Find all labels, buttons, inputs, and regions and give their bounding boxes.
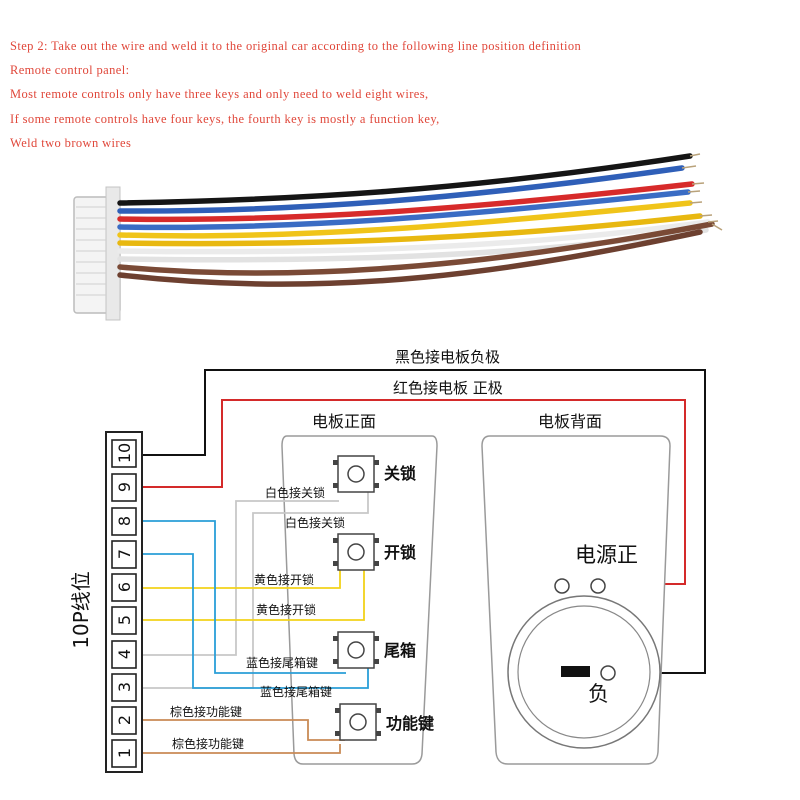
harness-wire-blue-1 <box>117 165 685 214</box>
pin-label-5: 5 <box>115 615 134 625</box>
button-lock <box>333 455 379 493</box>
yellow-wire-label-2: 黄色接开锁 <box>256 602 316 617</box>
power-positive-label: 电源正 <box>575 543 638 567</box>
pin-box-1 <box>111 739 137 768</box>
blue-wire-label-1: 蓝色接尾箱键 <box>246 655 318 670</box>
pin-box-10 <box>111 439 137 468</box>
white-wire-label-2: 白色接关锁 <box>285 515 345 530</box>
harness-wire-white-1 <box>117 219 711 255</box>
pin-label-3: 3 <box>115 682 134 692</box>
harness-wire-blue-2 <box>117 189 691 231</box>
blue-wire-1 <box>143 520 346 674</box>
negative-label: 负 <box>588 682 609 706</box>
pin-label-7: 7 <box>115 549 134 559</box>
negative-pad <box>600 665 616 681</box>
yellow-wire-1 <box>143 564 341 589</box>
yellow-wire-label-1: 黄色接开锁 <box>254 572 314 587</box>
harness-wire-yellow-2 <box>117 213 703 247</box>
board-front-outline <box>281 435 438 765</box>
pin-box-9 <box>111 473 137 502</box>
harness-wire-red <box>117 181 695 223</box>
pin-label-2: 2 <box>115 715 134 725</box>
positive-pad <box>554 578 570 594</box>
battery-holder-outer <box>507 595 661 749</box>
pin-label-9: 9 <box>115 482 134 492</box>
pin-label-1: 1 <box>115 748 134 758</box>
connector-label: 10P线位 <box>69 571 93 649</box>
button-trunk <box>333 631 379 669</box>
button-function <box>335 703 381 741</box>
pin-box-8 <box>111 507 137 536</box>
negative-contact <box>561 666 590 677</box>
instruction-line: If some remote controls have four keys, … <box>10 111 440 126</box>
board-back-outline <box>481 435 671 765</box>
pin-label-6: 6 <box>115 582 134 592</box>
yellow-wire-2 <box>143 564 365 621</box>
instruction-line: Most remote controls only have three key… <box>10 87 429 102</box>
instructions-block: Step 2: Take out the wire and weld it to… <box>10 34 790 155</box>
red-wire-label: 红色接电板 正极 <box>393 379 503 397</box>
brown-wire-1 <box>143 719 345 741</box>
pin-label-4: 4 <box>115 649 134 659</box>
pin-box-7 <box>111 540 137 569</box>
pin-box-3 <box>111 673 137 702</box>
brown-wire-label-2: 棕色接功能键 <box>172 736 244 751</box>
instruction-line: Step 2: Take out the wire and weld it to… <box>10 39 582 53</box>
pin-box-5 <box>111 606 137 635</box>
instruction-line: Remote control panel: <box>10 63 130 78</box>
harness-wire-brown-2 <box>117 229 703 287</box>
pin-box-4 <box>111 640 137 669</box>
button-trunk-label: 尾箱 <box>384 641 416 660</box>
positive-pad-red <box>590 578 606 594</box>
instruction-line: Weld two brown wires <box>10 135 132 150</box>
pin-box-2 <box>111 706 137 735</box>
battery-holder-inner <box>517 605 651 739</box>
brown-wire-label-1: 棕色接功能键 <box>170 704 242 719</box>
button-unlock <box>333 533 379 571</box>
black-wire-label: 黑色接电板负极 <box>395 348 500 366</box>
pin-label-8: 8 <box>115 516 134 526</box>
board-front-title: 电板正面 <box>312 412 376 431</box>
red-wire-line <box>143 399 686 585</box>
white-wire-label-1: 白色接关锁 <box>265 485 325 500</box>
pin-label-10: 10 <box>115 443 134 463</box>
button-unlock-label: 开锁 <box>384 543 416 562</box>
blue-wire-label-2: 蓝色接尾箱键 <box>260 684 332 699</box>
harness-wire-yellow-1 <box>117 200 693 239</box>
harness-wire-black <box>117 153 693 206</box>
button-lock-label: 关锁 <box>384 464 416 483</box>
brown-wire-2 <box>143 744 341 754</box>
connector-10p: 10 9 8 7 6 5 4 3 2 1 <box>105 431 143 773</box>
button-function-label: 功能键 <box>386 714 434 733</box>
harness-wire-brown-1 <box>117 221 715 276</box>
white-wire-1 <box>143 500 339 656</box>
wire-harness-illustration <box>73 153 723 321</box>
pin-box-6 <box>111 573 137 602</box>
blue-wire-2 <box>143 553 369 689</box>
board-back-title: 电板背面 <box>538 412 602 431</box>
black-wire-line <box>143 369 706 674</box>
